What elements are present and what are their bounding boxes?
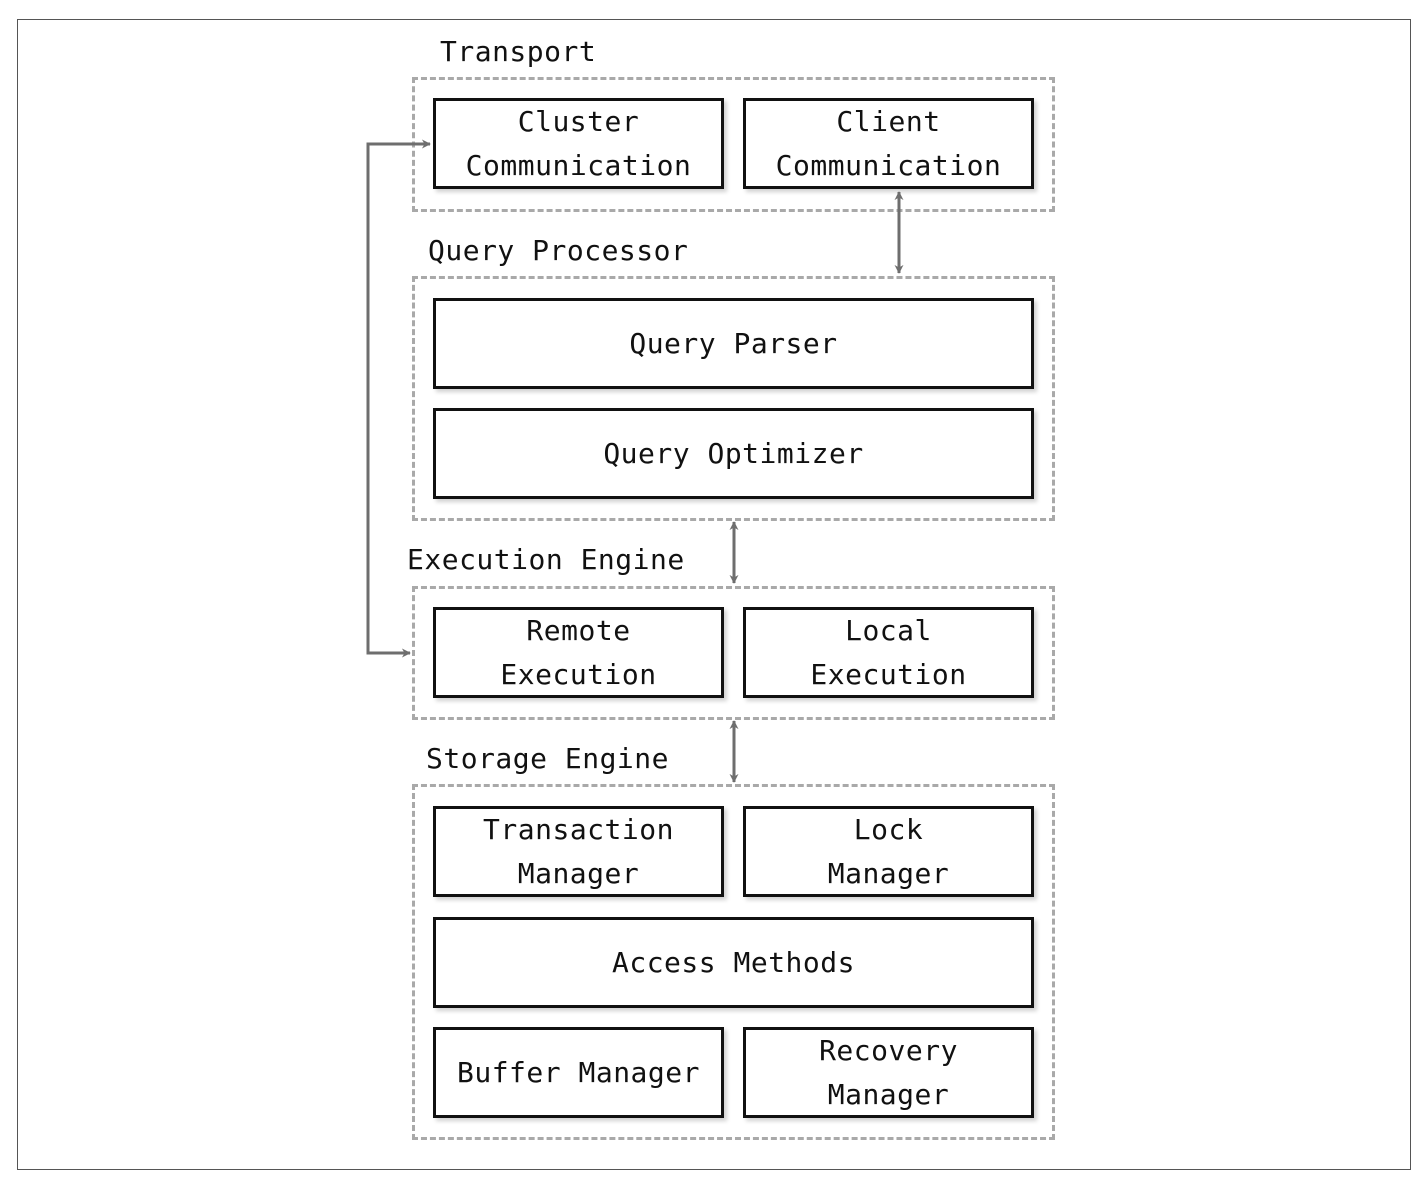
client-communication-line2: Communication (775, 148, 1002, 182)
lock-manager-line2: Manager (827, 856, 950, 890)
cluster-communication-line1: Cluster (517, 104, 640, 138)
remote-execution-line2: Execution (500, 657, 657, 691)
buffer-manager-text: Buffer Manager (456, 1055, 700, 1089)
client-communication-box: Client Communication (743, 98, 1034, 189)
recovery-manager-box: Recovery Manager (743, 1027, 1034, 1118)
access-methods-box: Access Methods (433, 917, 1034, 1008)
remote-execution-line1: Remote (526, 613, 631, 647)
remote-execution-box: Remote Execution (433, 607, 724, 698)
client-communication-line1: Client (836, 104, 941, 138)
buffer-manager-box: Buffer Manager (433, 1027, 724, 1118)
query-optimizer-text: Query Optimizer (603, 436, 864, 470)
query-parser-text: Query Parser (629, 326, 838, 360)
local-execution-box: Local Execution (743, 607, 1034, 698)
query-parser-box: Query Parser (433, 298, 1034, 389)
diagram-frame (17, 19, 1411, 1170)
local-execution-line2: Execution (810, 657, 967, 691)
transaction-manager-box: Transaction Manager (433, 806, 724, 897)
cluster-communication-box: Cluster Communication (433, 98, 724, 189)
storage-engine-group (412, 784, 1055, 1140)
cluster-communication-line2: Communication (465, 148, 692, 182)
transaction-manager-line2: Manager (517, 856, 640, 890)
lock-manager-box: Lock Manager (743, 806, 1034, 897)
query-processor-label: Query Processor (428, 234, 689, 267)
lock-manager-line1: Lock (853, 812, 924, 846)
storage-engine-label: Storage Engine (426, 742, 670, 775)
recovery-manager-line1: Recovery (819, 1033, 958, 1067)
execution-engine-label: Execution Engine (407, 543, 685, 576)
transport-label: Transport (440, 35, 597, 68)
access-methods-text: Access Methods (611, 945, 855, 979)
query-optimizer-box: Query Optimizer (433, 408, 1034, 499)
recovery-manager-line2: Manager (827, 1077, 950, 1111)
local-execution-line1: Local (845, 613, 932, 647)
transaction-manager-line1: Transaction (483, 812, 674, 846)
